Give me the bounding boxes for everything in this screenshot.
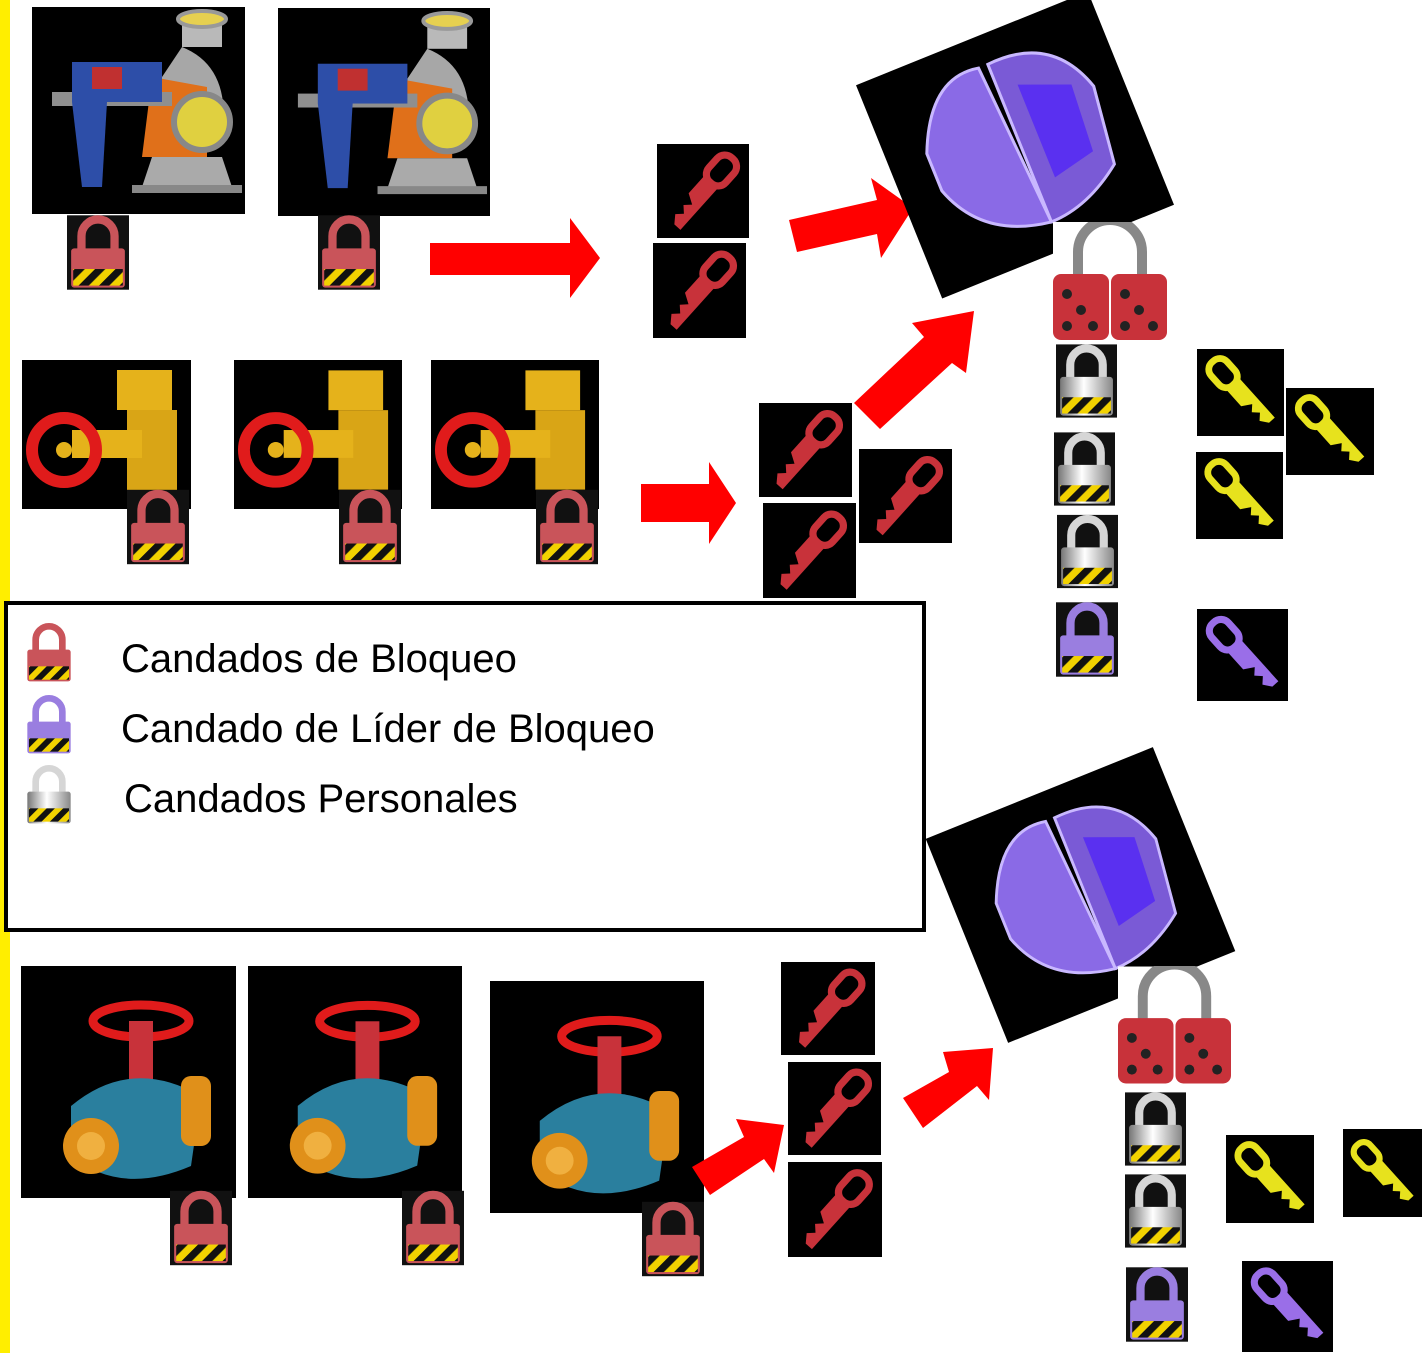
legend-box: Candados de Bloqueo Candado de Líder de … [4, 601, 926, 932]
arrow-icon [854, 307, 980, 429]
leader-padlock-icon [1056, 600, 1118, 679]
key-icon [859, 449, 952, 543]
legend-label-personal: Candados Personales [124, 777, 518, 821]
key-icon [653, 243, 746, 338]
lockout-padlock-icon [536, 488, 598, 566]
key-icon [1197, 609, 1288, 701]
arrow-icon [785, 170, 915, 260]
lockout-padlock-icon [170, 1189, 232, 1267]
lockout-padlock-icon [339, 488, 401, 566]
lockout-padlock-icon [67, 215, 129, 290]
lockout-padlock-icon [402, 1189, 464, 1267]
key-icon [1196, 452, 1283, 539]
pump-icon [32, 7, 245, 214]
personal-padlock-icon [1125, 1172, 1186, 1250]
key-icon [759, 403, 852, 497]
key-icon [763, 503, 856, 598]
globe-valve-icon [248, 966, 462, 1198]
key-icon [657, 144, 749, 238]
legend-label-leader: Candado de Líder de Bloqueo [121, 707, 655, 751]
personal-padlock-icon [1054, 430, 1115, 508]
personal-padlock-icon [1056, 343, 1117, 419]
gate-valve-icon [431, 360, 599, 509]
lock-box-icon [856, 0, 1174, 299]
key-icon [1286, 388, 1374, 475]
lockout-hasp-icon [1053, 222, 1167, 342]
arrow-icon [641, 462, 736, 544]
key-icon [788, 1062, 881, 1155]
lockout-padlock-icon [318, 215, 380, 290]
globe-valve-icon [490, 981, 704, 1213]
arrow-icon [692, 1107, 787, 1197]
gate-valve-icon [234, 360, 402, 509]
lock-box-icon [925, 747, 1236, 1043]
arrow-icon [903, 1042, 995, 1130]
legend-label-lockout: Candados de Bloqueo [121, 637, 517, 681]
key-icon [1197, 349, 1284, 436]
key-icon [1242, 1261, 1333, 1352]
lockout-padlock-icon [24, 623, 74, 683]
key-icon [781, 962, 875, 1055]
lockout-padlock-icon [127, 488, 189, 566]
lockout-hasp-icon [1118, 966, 1231, 1086]
personal-padlock-icon [24, 765, 74, 825]
gate-valve-icon [22, 360, 191, 509]
key-icon [1226, 1135, 1314, 1223]
key-icon [788, 1162, 882, 1257]
leader-padlock-icon [1126, 1265, 1188, 1344]
globe-valve-icon [21, 966, 236, 1198]
lockout-padlock-icon [642, 1200, 704, 1278]
pump-icon [278, 8, 490, 216]
leader-padlock-icon [24, 695, 74, 755]
key-icon [1343, 1129, 1422, 1217]
personal-padlock-icon [1057, 513, 1118, 590]
arrow-icon [430, 218, 600, 298]
personal-padlock-icon [1125, 1090, 1186, 1168]
